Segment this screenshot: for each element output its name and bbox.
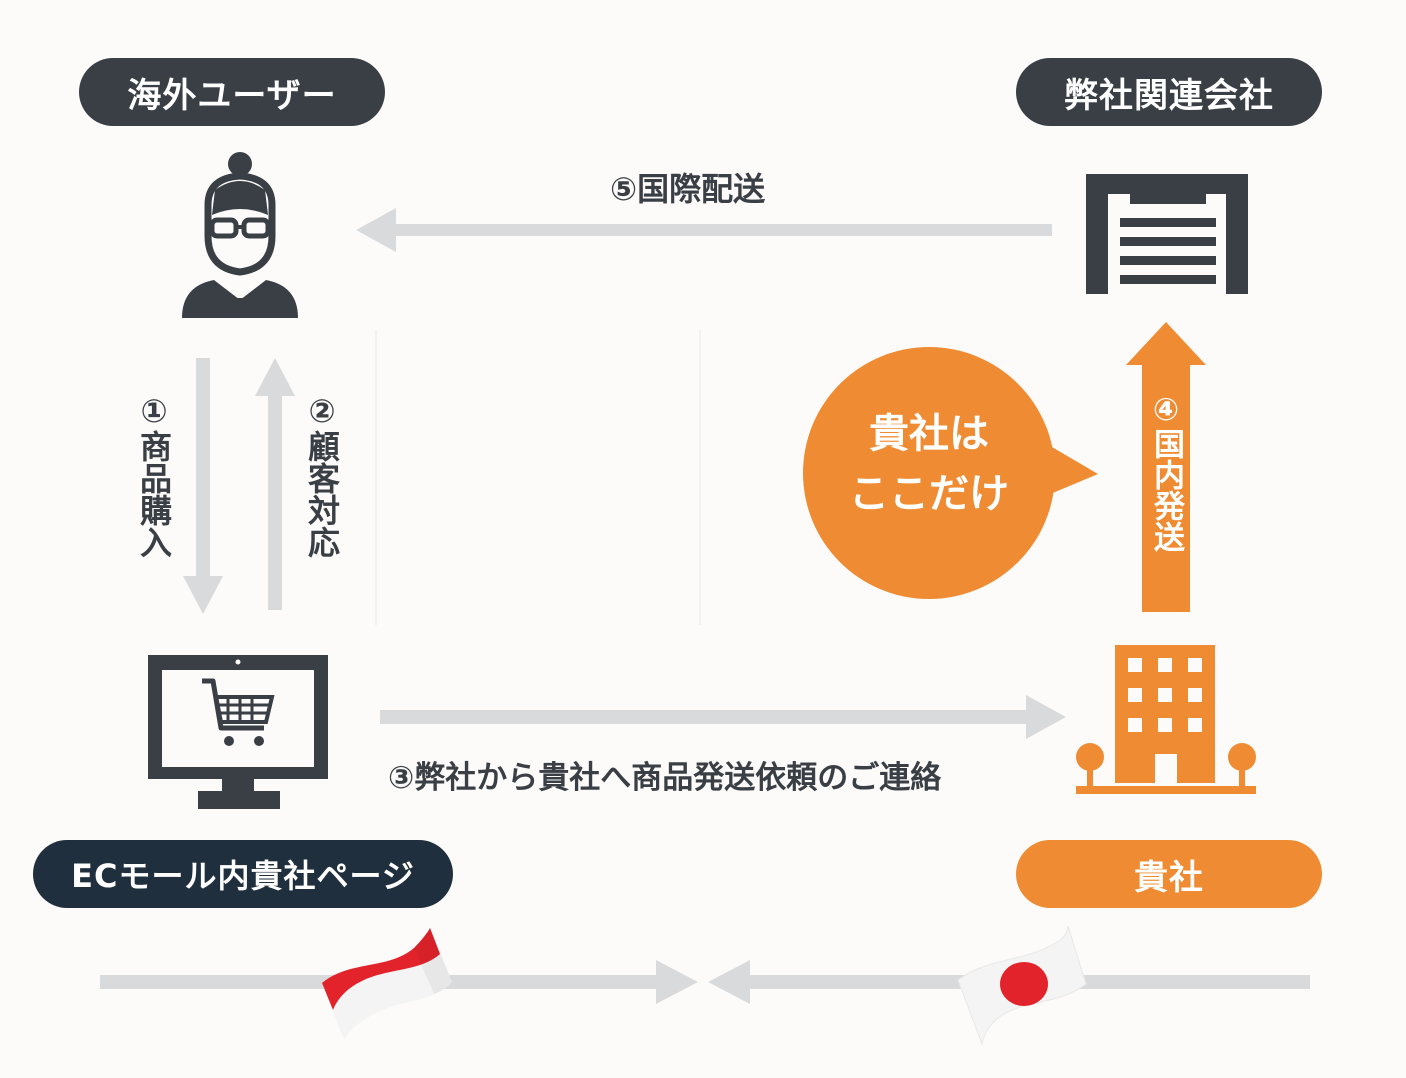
arrow-support-up [255, 358, 295, 610]
arrow-shipping-request [380, 695, 1066, 739]
arrow-international-shipping [356, 208, 1052, 252]
ec-mall-page-label: ECモール内貴社ページ [33, 840, 453, 908]
step5-label: ⑤国際配送 [610, 170, 766, 208]
office-building-icon [1076, 645, 1256, 794]
partner-company-label: 弊社関連会社 [1016, 58, 1322, 126]
overseas-user-label: 海外ユーザー [79, 58, 385, 126]
your-company-label: 貴社 [1016, 840, 1322, 908]
bubble-text: 貴社は ここだけ [806, 404, 1052, 524]
step1-label: ①商品購入 [135, 392, 173, 558]
bubble-line1: 貴社は [869, 411, 989, 457]
arrow-purchase-down [183, 358, 223, 614]
speech-bubble [803, 347, 1098, 599]
step3-label: ③弊社から貴社へ商品発送依頼のご連絡 [388, 760, 942, 796]
shopping-cart-monitor-icon [148, 655, 328, 809]
japan-flag-icon [957, 925, 1087, 1046]
warehouse-icon [1086, 174, 1248, 294]
indonesia-flag-icon [322, 928, 452, 1040]
arrow-domestic-shipping [1126, 322, 1206, 612]
step4-label: ④国内発送 [1148, 392, 1184, 552]
person-with-glasses-icon [182, 152, 298, 318]
step2-label: ②顧客対応 [303, 392, 341, 558]
bubble-line2: ここだけ [849, 471, 1009, 517]
